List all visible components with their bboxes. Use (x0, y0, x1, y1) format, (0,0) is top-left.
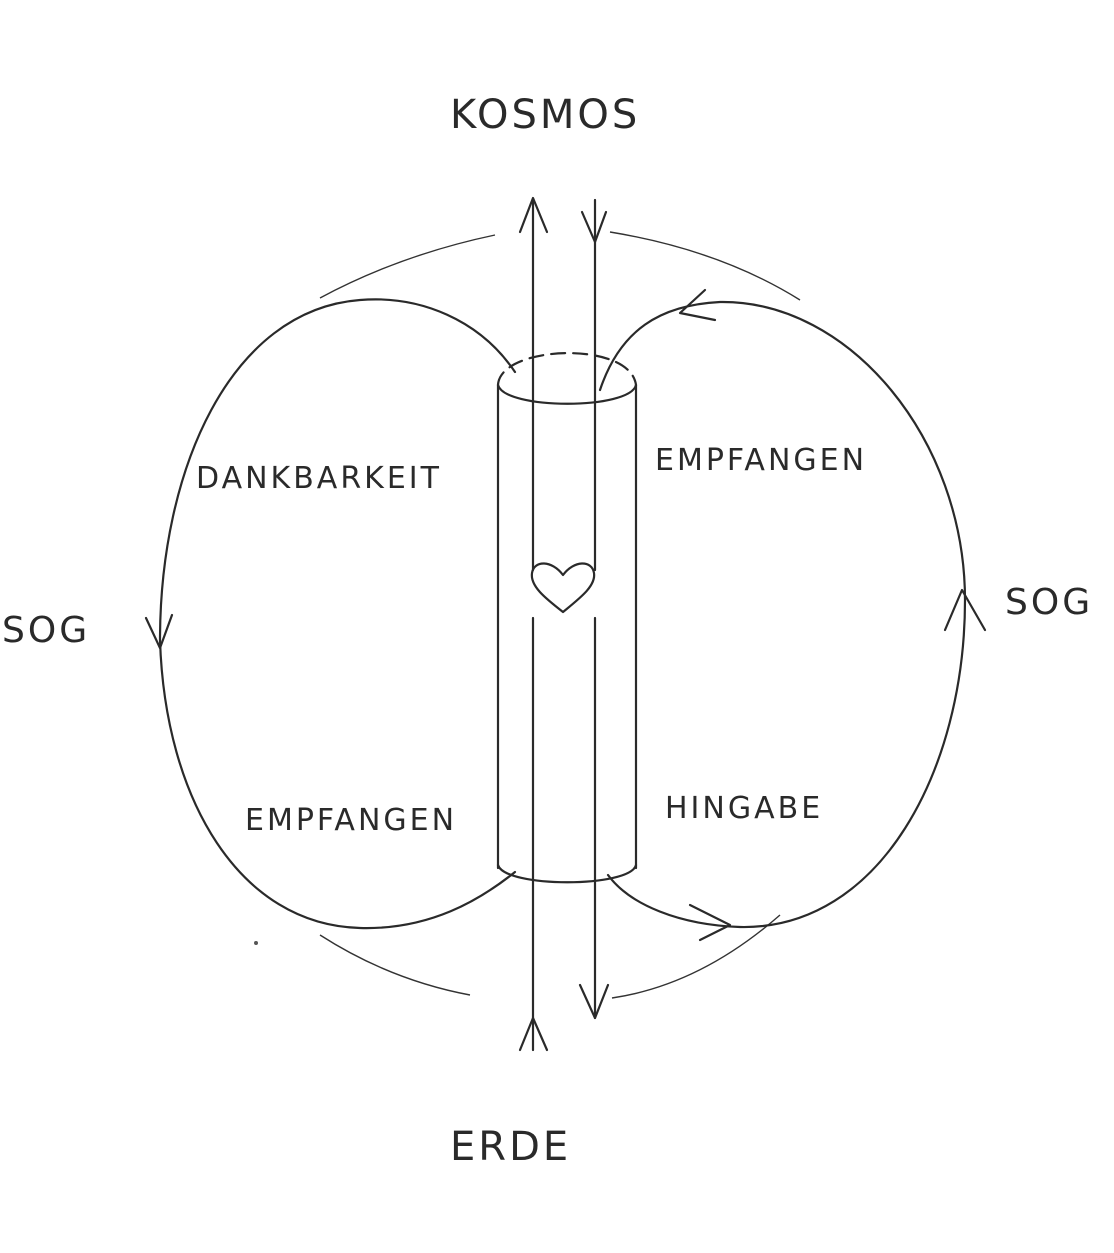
arrow-up-icon (518, 1016, 549, 1052)
label-dankbarkeit: DANKBARKEIT (196, 461, 442, 496)
arrow-down-icon (144, 613, 174, 650)
arrow-up-icon (518, 196, 549, 234)
arrow-right-icon (688, 903, 732, 942)
label-sog-right: SOG (1005, 582, 1093, 623)
arrow-up-icon (943, 588, 987, 632)
label-erde: ERDE (450, 1124, 571, 1170)
right-lobe (598, 288, 987, 942)
heart-channel-cylinder (496, 352, 638, 884)
label-sog-left: SOG (2, 610, 90, 651)
outer-field-arcs (319, 231, 801, 999)
ink-dot (254, 941, 258, 945)
arrow-left-icon (678, 288, 717, 322)
vertical-axis-lines (518, 196, 610, 1052)
label-kosmos: KOSMOS (450, 92, 640, 138)
label-empfangen-left: EMPFANGEN (245, 803, 457, 838)
arrow-down-icon (580, 210, 608, 244)
label-hingabe: HINGABE (665, 791, 823, 826)
arrow-down-icon (578, 983, 610, 1020)
label-empfangen-right: EMPFANGEN (655, 443, 867, 478)
left-lobe (144, 298, 517, 930)
heart-icon (530, 562, 596, 614)
